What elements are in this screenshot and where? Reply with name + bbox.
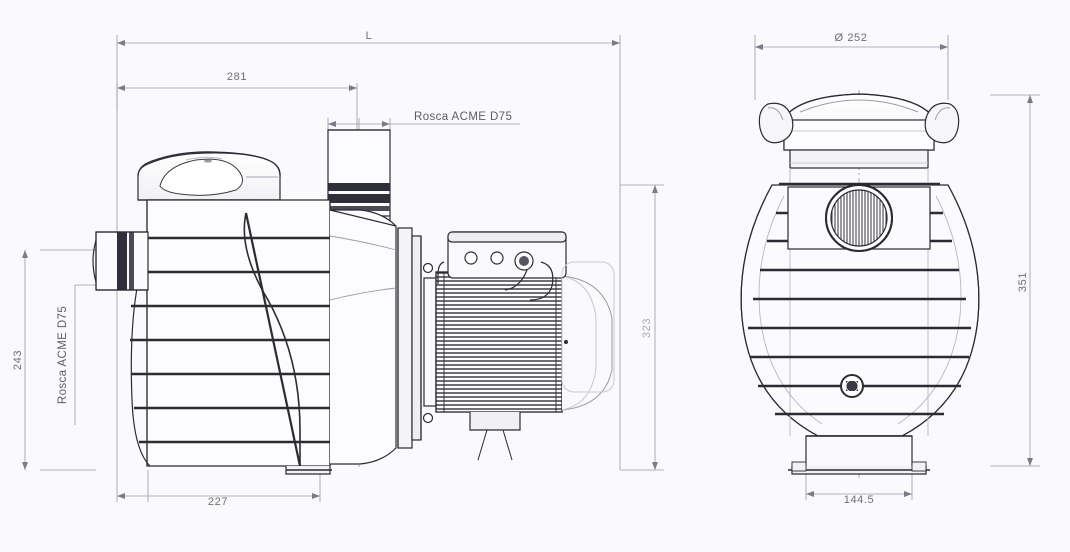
dimension-label-252: Ø 252 [835, 32, 868, 44]
motor-body [435, 271, 613, 461]
dimension-351: 351 [1017, 95, 1033, 466]
suction-port [92, 231, 149, 291]
dimension-label-243: 243 [12, 350, 24, 370]
drain-plug-front [840, 374, 864, 398]
base-pedestal-front [788, 435, 930, 475]
dimension-252: Ø 252 [755, 32, 948, 50]
terminal-box [437, 231, 615, 393]
pump-side-view [92, 118, 615, 475]
dimension-243: 243 [12, 250, 28, 470]
pump-front-view [740, 90, 980, 478]
dimension-L: L [117, 30, 620, 46]
dimension-144-5: 144.5 [806, 491, 912, 506]
strainer-lid [137, 151, 281, 201]
suction-port-front [787, 184, 931, 252]
motor-flange [397, 227, 437, 449]
strainer-lid-front [758, 93, 960, 169]
volute-transition [329, 209, 397, 465]
dimension-label-351: 351 [1017, 272, 1029, 292]
dimension-323: 323 [641, 185, 658, 470]
pump-base [285, 466, 332, 475]
dimension-label-227: 227 [208, 496, 228, 508]
dimension-label-281: 281 [227, 71, 247, 83]
dimension-281: 281 [117, 71, 357, 91]
strainer-pot-body [130, 199, 331, 467]
dimension-label-144-5: 144.5 [844, 494, 875, 506]
note-rosca-acme-top: Rosca ACME D75 [414, 111, 512, 123]
dimension-227: 227 [117, 493, 320, 508]
dimension-label-L: L [366, 30, 373, 42]
note-rosca-acme-left: Rosca ACME D75 [57, 306, 69, 404]
dimension-label-323: 323 [641, 318, 653, 338]
suction-note-leader [74, 284, 110, 425]
